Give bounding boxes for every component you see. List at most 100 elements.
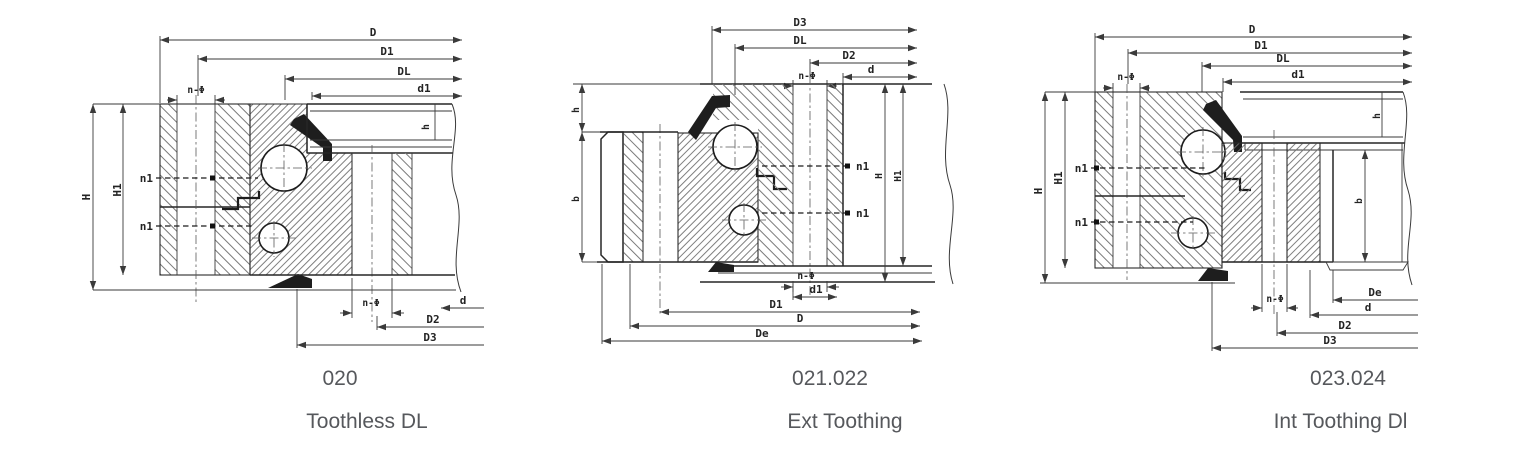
figure-020-caption: Toothless DL — [306, 410, 428, 433]
fig021-label-H1: H1 — [893, 170, 904, 182]
fig021-label-De: De — [755, 327, 769, 340]
fig021-dim-d: d — [842, 63, 917, 90]
fig020-dim-DL: DL — [284, 65, 462, 100]
fig023-break-line — [1402, 91, 1413, 286]
fig021-balls — [708, 122, 768, 237]
fig023-label-d: d — [1365, 301, 1372, 314]
fig020-outer-ring — [159, 95, 251, 302]
fig020-balls — [252, 143, 312, 257]
fig021-label-b: b — [571, 196, 582, 202]
fig020-dim-D2: D2 — [376, 313, 484, 331]
fig021-break-line — [943, 83, 954, 285]
fig021-label-nphi-bottom: n-Φ — [797, 271, 814, 282]
fig020-label-h: h — [421, 124, 432, 130]
fig021-dim-D3: D3 — [711, 16, 917, 84]
fig023-label-n1-upper: n1 — [1075, 162, 1089, 175]
fig023-label-D: D — [1249, 23, 1256, 36]
fig021-label-h: h — [571, 107, 582, 113]
fig020-n1-lower: n1 — [140, 220, 252, 233]
fig023-dim-H: H — [1032, 91, 1095, 283]
fig020-label-n1-lower: n1 — [140, 220, 154, 233]
fig020-label-H1: H1 — [111, 183, 124, 197]
fig020-label-nphi-top: n-Φ — [187, 85, 204, 96]
fig023-dim-d1: d1 — [1222, 68, 1412, 92]
figure-023-024-caption: Int Toothing Dl — [1273, 410, 1408, 433]
fig021-dim-D2: D2 — [809, 49, 917, 78]
fig023-label-H1: H1 — [1052, 171, 1065, 185]
fig020-seal-top — [290, 114, 332, 161]
fig023-dim-D1: D1 — [1127, 39, 1412, 84]
fig021-label-DL: DL — [793, 34, 807, 47]
fig020-dim-d: d — [441, 294, 484, 312]
fig023-label-D3: D3 — [1323, 334, 1336, 347]
fig023-dim-nphi-bottom: n-Φ — [1251, 264, 1298, 312]
fig023-label-D2: D2 — [1338, 319, 1351, 332]
fig023-label-h: h — [1372, 113, 1383, 119]
fig020-dim-H1: H1 — [111, 104, 127, 275]
fig021-label-n1-upper: n1 — [856, 160, 870, 173]
fig020-dim-H: H — [80, 103, 160, 290]
figure-023-024-code: 023.024 — [1310, 367, 1386, 390]
fig023-label-nphi-bottom: n-Φ — [1266, 294, 1283, 305]
fig023-dim-nphi-top: n-Φ — [1103, 72, 1150, 93]
fig023-label-D1: D1 — [1254, 39, 1268, 52]
fig020-label-DL: DL — [397, 65, 411, 78]
fig023-outer-ring — [1040, 84, 1235, 284]
fig023-dim-DL: DL — [1201, 52, 1412, 92]
figure-020-code: 020 — [322, 367, 358, 390]
fig021-label-H: H — [874, 173, 885, 179]
fig023-dim-d: d — [1309, 270, 1418, 319]
fig021-label-D: D — [797, 312, 804, 325]
fig023-n1-upper: n1 — [1075, 162, 1205, 175]
fig023-flange: h — [1238, 91, 1405, 151]
fig023-label-n1-lower: n1 — [1075, 216, 1089, 229]
fig023-label-b: b — [1354, 198, 1365, 204]
fig023-dim-H1: H1 — [1052, 92, 1069, 268]
figure-021-022-caption: Ext Toothing — [787, 410, 903, 433]
fig023-label-De: De — [1368, 286, 1382, 299]
fig021-label-D2: D2 — [842, 49, 855, 62]
fig020-label-D: D — [370, 26, 377, 39]
fig023-label-DL: DL — [1276, 52, 1290, 65]
fig020-seal-bottom — [268, 274, 312, 288]
fig020-dim-d1: d1 — [311, 82, 462, 100]
fig023-label-nphi-top: n-Φ — [1117, 72, 1134, 83]
fig020-dim-D: D — [159, 26, 462, 103]
fig023-dim-D: D — [1094, 23, 1412, 92]
fig023-inner-ring — [1221, 91, 1413, 315]
fig020-flange: h — [306, 103, 453, 154]
fig020-label-D3: D3 — [423, 331, 436, 344]
fig021-label-D3: D3 — [793, 16, 806, 29]
fig021-dim-h: h — [571, 84, 601, 133]
fig020-label-D1: D1 — [380, 45, 394, 58]
fig023-seal-top — [1203, 100, 1242, 152]
fig021-dim-DL: DL — [734, 34, 917, 95]
fig023-dim-De: De — [1332, 270, 1418, 304]
fig020-shaft-body — [93, 103, 462, 322]
figure-021-022-code: 021.022 — [792, 367, 868, 390]
fig021-seal-bottom — [708, 262, 734, 272]
fig021-label-n1-lower: n1 — [856, 207, 870, 220]
fig021-dim-D1: D1 — [660, 298, 920, 316]
fig023-gear-rim — [1325, 261, 1409, 271]
fig020-label-D2: D2 — [426, 313, 439, 326]
fig023-dim-D3: D3 — [1211, 282, 1418, 352]
fig020-label-d: d — [460, 294, 467, 307]
fig020-dim-nphi-bottom: n-Φ — [340, 278, 404, 318]
fig021-dim-b: b — [571, 132, 598, 263]
fig023-label-d1: d1 — [1291, 68, 1305, 81]
fig021-dim-De: De — [601, 264, 922, 345]
figure-023-024-drawing: D D1 DL d1 n-Φ — [1032, 23, 1418, 352]
fig020-label-n1-upper: n1 — [140, 172, 154, 185]
fig021-seal-top — [688, 95, 730, 140]
fig020-break-line — [451, 103, 462, 293]
fig021-dim-D: D — [629, 264, 920, 330]
fig020-label-d1: d1 — [417, 82, 431, 95]
fig020-dim-nphi-top: n-Φ — [167, 85, 225, 104]
fig023-n1-lower: n1 — [1075, 216, 1193, 229]
fig023-seal-bottom — [1198, 268, 1228, 281]
fig021-dim-d1: d1 — [792, 283, 837, 301]
fig020-dim-D1: D1 — [197, 45, 462, 96]
fig021-n1-upper: n1 — [762, 160, 870, 173]
